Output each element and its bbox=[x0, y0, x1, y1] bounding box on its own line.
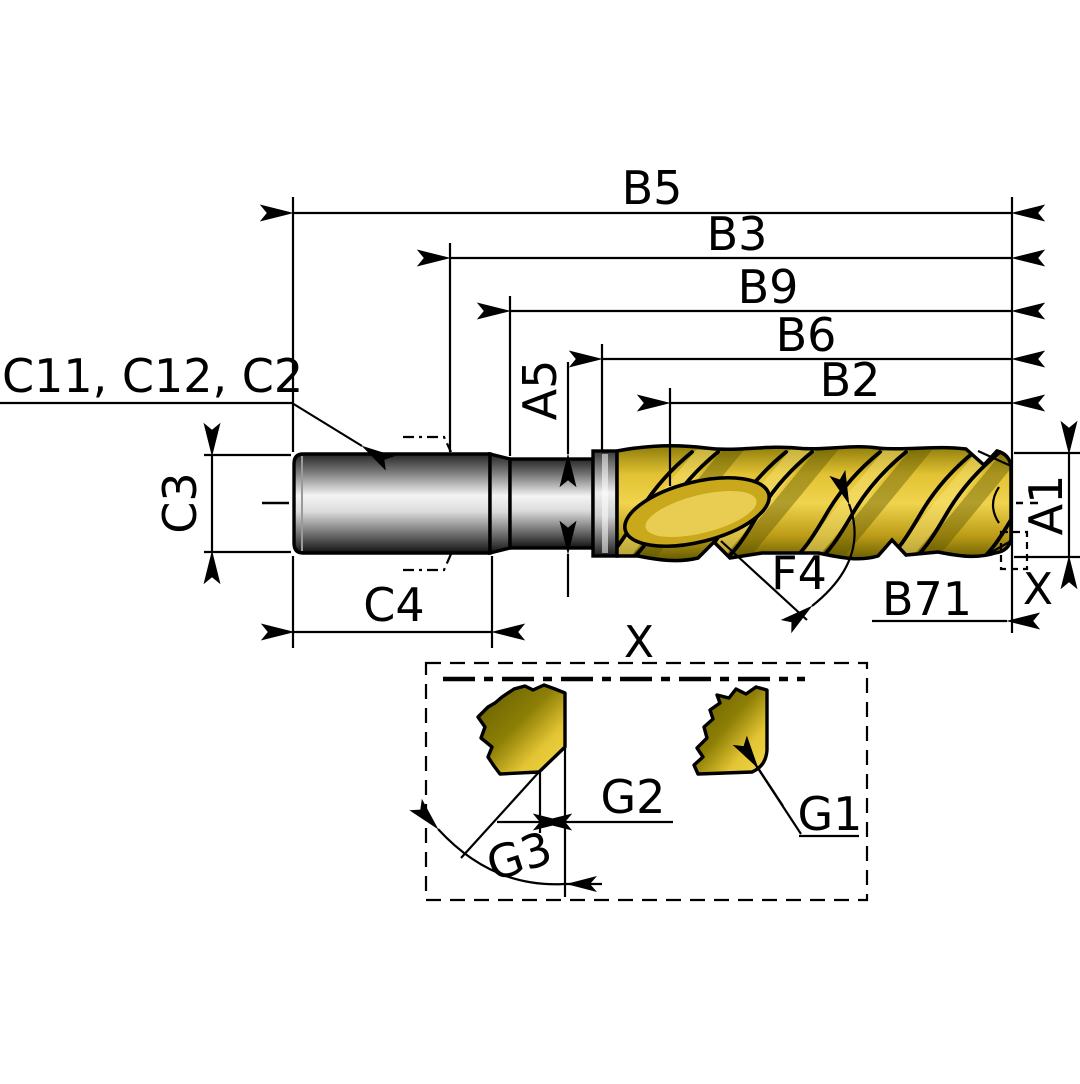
label-x-detail-title: X bbox=[624, 617, 654, 668]
label-g1: G1 bbox=[798, 787, 863, 841]
label-a1: A1 bbox=[1019, 475, 1073, 536]
flutes bbox=[615, 443, 1013, 563]
label-c4: C4 bbox=[363, 578, 424, 632]
g3-angle-arc bbox=[409, 798, 565, 886]
dimension-lines bbox=[0, 204, 1078, 641]
label-b71: B71 bbox=[882, 572, 972, 626]
label-g3: G3 bbox=[480, 821, 558, 892]
label-a5: A5 bbox=[513, 360, 567, 421]
shank bbox=[292, 452, 492, 555]
neck bbox=[508, 457, 595, 550]
label-g2: G2 bbox=[601, 770, 666, 824]
label-b5: B5 bbox=[622, 161, 683, 215]
corner-detail-box bbox=[999, 530, 1029, 571]
g1-leader-arrow bbox=[732, 735, 784, 807]
chamfer-zone-mark-bottom bbox=[403, 553, 453, 572]
f4-angle-arc bbox=[780, 469, 856, 634]
label-chamfer: C11, C12, C2 bbox=[2, 349, 303, 403]
label-b9: B9 bbox=[738, 260, 799, 314]
detail-chip-right bbox=[692, 685, 769, 776]
label-b3: B3 bbox=[707, 207, 768, 261]
chamfer-zone-mark-top bbox=[403, 435, 452, 453]
label-x-corner: X bbox=[1023, 564, 1053, 615]
leader-chamfer bbox=[291, 402, 395, 471]
label-b2: B2 bbox=[820, 353, 881, 407]
detail-view-x bbox=[409, 661, 869, 902]
g3-slant-line bbox=[460, 771, 540, 859]
label-f4: F4 bbox=[771, 546, 827, 600]
detail-border bbox=[424, 661, 869, 902]
tip-top-facet bbox=[977, 449, 1012, 468]
label-b6: B6 bbox=[776, 308, 837, 362]
tip-center-arc bbox=[991, 486, 1000, 524]
label-c3: C3 bbox=[153, 472, 207, 533]
labels: B5 B3 B9 B6 B2 C11, C12, C2 C3 C4 A5 A1 … bbox=[2, 161, 1073, 892]
detail-chip-left bbox=[476, 683, 567, 776]
flute-scoop-highlight bbox=[645, 490, 757, 538]
shank-taper bbox=[488, 451, 512, 556]
